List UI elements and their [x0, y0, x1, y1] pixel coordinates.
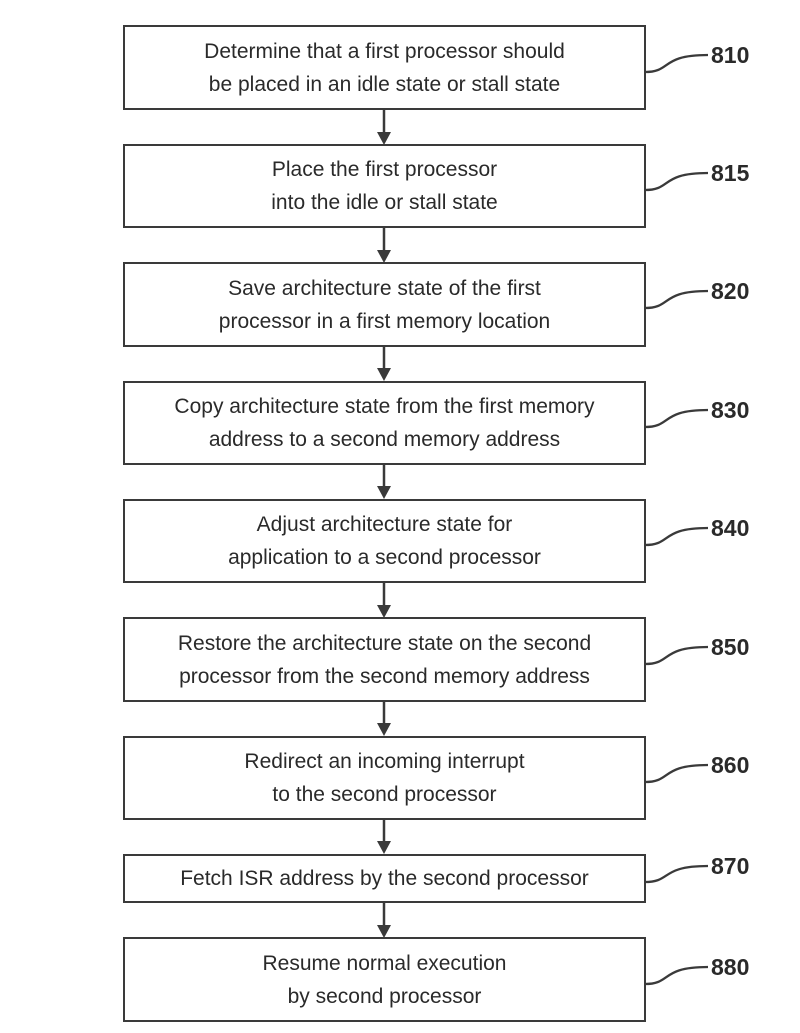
step-880-box: Resume normal execution by second proces…	[123, 937, 646, 1022]
step-860-box: Redirect an incoming interrupt to the se…	[123, 736, 646, 820]
step-870-text: Fetch ISR address by the second processo…	[180, 862, 589, 895]
leader-880	[644, 965, 709, 986]
step-810-box: Determine that a first processor should …	[123, 25, 646, 110]
leader-840	[644, 526, 709, 547]
step-820-box: Save architecture state of the first pro…	[123, 262, 646, 347]
step-880-line-1: Resume normal execution	[262, 951, 507, 975]
ref-830: 830	[711, 397, 750, 423]
leader-870	[644, 864, 709, 884]
leader-815	[644, 171, 709, 192]
step-815-line-2: into the idle or stall state	[271, 191, 498, 214]
arrow-850-860	[377, 702, 391, 736]
step-850-text: Restore the architecture state on the se…	[178, 627, 591, 693]
step-830-line-2: address to a second memory address	[208, 428, 561, 451]
step-870-box: Fetch ISR address by the second processo…	[123, 854, 646, 903]
step-810-line-2: be placed in an idle state or stall stat…	[208, 72, 561, 96]
step-840-box: Adjust architecture state for applicatio…	[123, 499, 646, 583]
leader-830	[644, 408, 709, 429]
leader-820	[644, 289, 709, 310]
step-870-line-1: Fetch ISR address by the second processo…	[180, 867, 589, 890]
ref-870: 870	[711, 853, 750, 879]
step-880-text: Resume normal execution by second proces…	[263, 947, 507, 1013]
step-810-line-1: Determine that a first processor should	[204, 39, 565, 63]
step-840-line-2: application to a second processor	[228, 546, 541, 569]
ref-840: 840	[711, 515, 750, 541]
arrow-870-880	[377, 903, 391, 938]
ref-815: 815	[711, 160, 750, 186]
ref-810: 810	[711, 42, 750, 68]
step-860-text: Redirect an incoming interrupt to the se…	[244, 745, 524, 811]
arrow-810-815	[377, 110, 391, 145]
step-830-box: Copy architecture state from the first m…	[123, 381, 646, 465]
step-830-line-1: Copy architecture state from the first m…	[174, 395, 595, 418]
step-850-line-2: processor from the second memory address	[179, 664, 590, 688]
leader-810	[644, 53, 709, 74]
ref-860: 860	[711, 752, 750, 778]
arrow-830-840	[377, 465, 391, 499]
step-850-box: Restore the architecture state on the se…	[123, 617, 646, 702]
arrow-820-830	[377, 347, 391, 381]
step-815-line-1: Place the first processor	[271, 158, 498, 181]
step-860-line-2: to the second processor	[272, 783, 497, 806]
arrow-840-850	[377, 583, 391, 618]
step-815-text: Place the first processor into the idle …	[271, 153, 497, 219]
step-820-text: Save architecture state of the first pro…	[219, 272, 550, 338]
leader-850	[644, 645, 709, 666]
arrow-815-820	[377, 228, 391, 263]
step-850-line-1: Restore the architecture state on the se…	[177, 631, 592, 655]
step-860-line-1: Redirect an incoming interrupt	[244, 750, 525, 773]
step-830-text: Copy architecture state from the first m…	[174, 390, 594, 456]
step-815-box: Place the first processor into the idle …	[123, 144, 646, 228]
step-880-line-2: by second processor	[287, 984, 482, 1008]
ref-850: 850	[711, 634, 750, 660]
step-840-text: Adjust architecture state for applicatio…	[228, 508, 541, 574]
step-810-text: Determine that a first processor should …	[204, 35, 565, 101]
ref-880: 880	[711, 954, 750, 980]
step-840-line-1: Adjust architecture state for	[256, 513, 513, 536]
step-820-line-2: processor in a first memory location	[218, 309, 551, 333]
ref-820: 820	[711, 278, 750, 304]
step-820-line-1: Save architecture state of the first	[228, 276, 541, 300]
leader-860	[644, 763, 709, 784]
arrow-860-870	[377, 820, 391, 854]
